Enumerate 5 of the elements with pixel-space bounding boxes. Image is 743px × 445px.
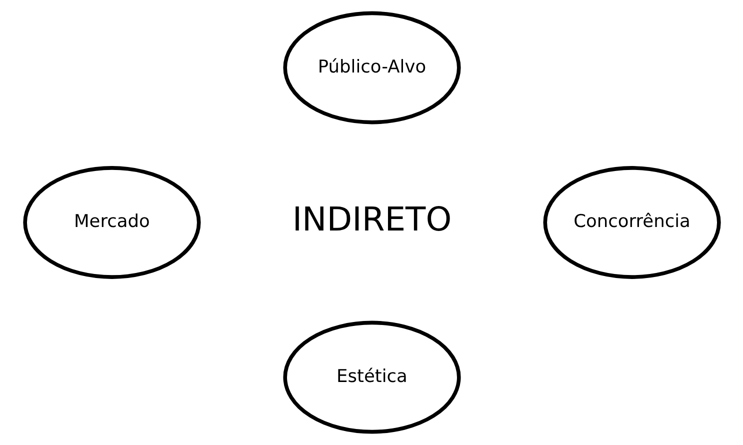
node-ellipse: Mercado [22,166,200,279]
node-ellipse: Estética [282,320,460,434]
node-ellipse: Público-Alvo [282,11,460,124]
label: INDIRETO [292,199,452,238]
node-ellipse: Concorrência [542,166,720,279]
